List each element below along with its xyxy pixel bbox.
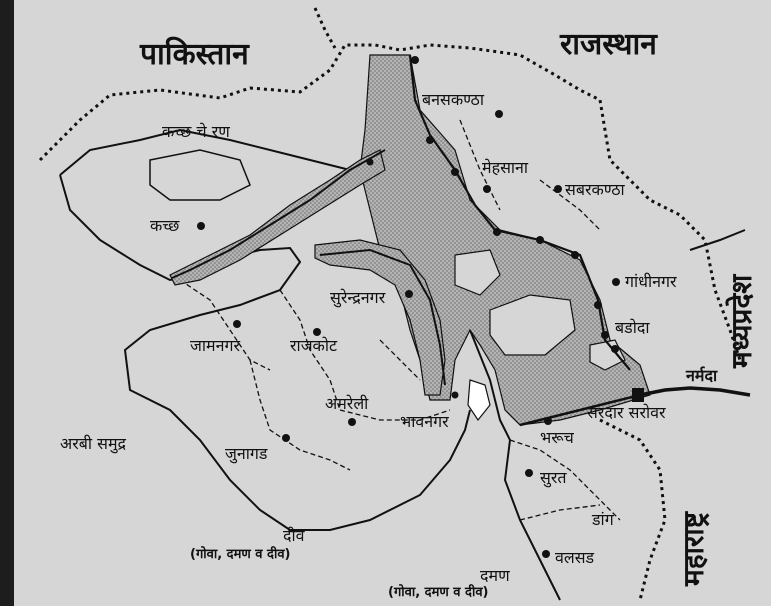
label-amreli: अमरेली xyxy=(325,394,369,413)
dot-surat xyxy=(525,469,533,477)
border-south xyxy=(599,418,667,601)
label-surat: सुरत xyxy=(540,468,567,487)
label-rann: कच्छ चे रण xyxy=(162,122,230,141)
label-daman-ut: (गोवा, दमण व दीव) xyxy=(388,585,489,600)
dam-marker xyxy=(632,388,644,402)
dot-mehsana xyxy=(483,185,491,193)
label-junagad: जुनागड xyxy=(225,444,268,463)
label-diu: दीव xyxy=(283,526,305,545)
dot-gandhinagar xyxy=(612,278,620,286)
label-sardar-sarovar: सरदार सरोवर xyxy=(587,403,666,422)
label-madhya-pradesh: मध्यप्रदेश xyxy=(725,274,758,368)
canal-nodes xyxy=(366,56,609,399)
label-kutch: कच्छ xyxy=(150,216,180,235)
dot-surendranagar xyxy=(405,290,413,298)
gulf-of-khambhat xyxy=(467,379,491,422)
dot-sabarkantha xyxy=(554,185,562,193)
dot-jamnagar xyxy=(233,320,241,328)
label-daman: दमण xyxy=(480,566,510,585)
label-pakistan: पाकिस्तान xyxy=(140,37,249,72)
interior-patch-1 xyxy=(454,249,501,296)
dot-valsad xyxy=(542,550,550,558)
label-narmada: नर्मदा xyxy=(686,366,718,385)
dot-bharuch xyxy=(544,417,552,425)
dot-banaskantha xyxy=(495,110,503,118)
label-maharashtra: महाराष्ट्र xyxy=(677,512,710,586)
label-mehsana: मेहसाना xyxy=(482,158,529,177)
kutch-region xyxy=(149,149,251,201)
dot-junagad xyxy=(282,434,290,442)
dot-rajkot xyxy=(313,328,321,336)
narmada-lower xyxy=(519,393,641,427)
label-vadodara: बडोदा xyxy=(615,318,650,337)
label-bharuch: भरूच xyxy=(540,428,574,447)
border-top-spur xyxy=(313,7,337,49)
narmada-river xyxy=(639,386,751,397)
interior-patch-2 xyxy=(489,294,576,356)
label-valsad: वलसड xyxy=(555,548,595,567)
canal-saurashtra-branch xyxy=(314,239,446,396)
label-surendranagar: सुरेन्द्रनगर xyxy=(330,288,386,307)
label-dang: डांग xyxy=(592,510,614,529)
scan-edge xyxy=(0,0,14,606)
label-arabian-sea: अरबी समुद्र xyxy=(60,434,127,453)
district-boundaries xyxy=(179,119,621,521)
dot-vadodara xyxy=(611,345,619,353)
dot-kutch xyxy=(197,222,205,230)
label-banaskantha: बनसकण्ठा xyxy=(422,90,484,109)
label-rajasthan: राजस्थान xyxy=(560,27,657,62)
label-jamnagar: जामनगर xyxy=(190,336,241,355)
label-gandhinagar: गांधीनगर xyxy=(625,272,677,291)
kutch-canal xyxy=(171,149,386,279)
border-mp xyxy=(689,229,746,251)
label-diu-ut: (गोवा, दमण व दीव) xyxy=(190,547,291,562)
label-sabarkantha: सबरकण्ठा xyxy=(565,180,625,199)
label-rajkot: राजकोट xyxy=(290,336,338,355)
label-bhavnagar: भावनगर xyxy=(400,412,449,431)
dot-amreli xyxy=(348,418,356,426)
saurashtra-canal xyxy=(319,248,446,386)
